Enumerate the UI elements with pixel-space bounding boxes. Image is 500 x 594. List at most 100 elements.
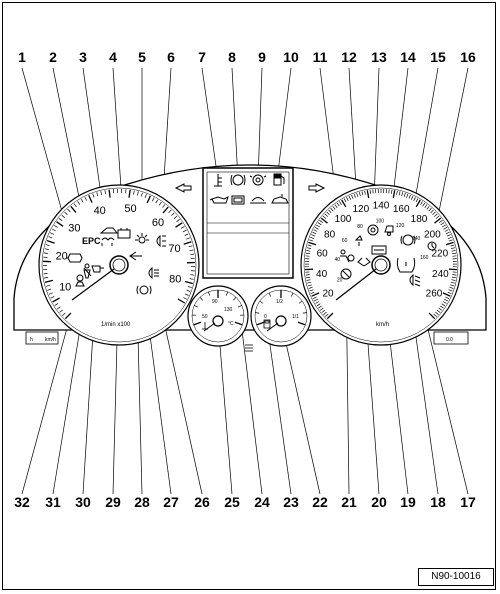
left-display-panel [25,331,59,345]
speedometer-tick [308,286,313,289]
tachometer-tick [182,229,187,233]
speedometer-tick [312,296,317,300]
tachometer-tick [100,191,103,196]
tachometer-tick [128,189,131,198]
callout-number-top: 2 [49,49,57,65]
speedometer-tick [433,313,437,318]
speedometer-tick [438,307,443,311]
fuel-gauge-full: 1/1 [292,314,299,320]
tachometer-tick [188,245,193,248]
speedometer-tick [310,291,315,295]
speedometer-tick [436,309,441,313]
trailer-icon [384,225,394,236]
check-engine-icon [66,253,83,263]
speedometer-mph-label: 80 [357,224,363,230]
callout-number-top: 8 [228,49,236,65]
tachometer-tick [64,312,72,320]
battery-display-icon [231,195,245,205]
tank-cap-icon [91,265,104,273]
speedometer-tick [442,292,451,297]
glow-plug-icon [101,237,115,246]
speedometer-tick [315,301,320,304]
washer-fluid-icon [250,197,266,204]
speedometer-tick [346,197,349,201]
low-beam-icon [409,273,421,287]
speedometer-tick [420,201,423,205]
speedometer-scale-label: 100 [335,214,352,225]
right-display-panel [433,331,469,345]
speedometer-tick [325,313,329,318]
speedometer-tick [356,192,359,197]
speedometer-tick [406,193,409,198]
tachometer-tick [48,292,53,295]
speedometer-scale-label: 20 [322,289,334,300]
trip-reset-button-icon [245,344,253,352]
speedometer-tick [366,190,370,199]
callout-number-bottom: 18 [430,494,446,510]
callout-leader-line [217,320,233,495]
tachometer-tick [47,288,52,291]
speedometer-tick [369,189,371,194]
tachometer-tick [44,277,49,279]
callout-number-top: 16 [460,49,476,65]
speedometer-tick [430,209,434,214]
coolant-temperature-gauge: 50 90 130 °C [187,285,249,347]
tachometer-tick [67,208,71,213]
fuel-gauge-tick [268,292,272,297]
callout-number-bottom: 21 [341,494,357,510]
speedometer-tick [451,250,456,252]
tachometer-tick [162,204,166,208]
tachometer-tick [46,239,55,244]
tachometer-tick [80,198,84,203]
speedometer-tick [314,226,319,230]
tachometer-scale-label: 40 [94,205,106,217]
speedometer-tick [334,204,338,209]
speedometer-tick [442,224,446,228]
speedometer-tick [321,309,326,313]
callout-number-top: 6 [167,49,175,65]
fog-light-icon [135,233,149,244]
tachometer-tick [151,197,155,202]
steering-column-icon [340,268,352,280]
tachometer-tick [61,214,65,218]
tachometer-tick [175,222,183,228]
tachometer-tick [59,309,64,313]
tachometer-scale-label: 80 [169,274,181,286]
speedometer-tick [398,191,401,196]
tachometer-tick [54,225,58,228]
airbag-off-icon [75,274,85,287]
tachometer-tick [56,221,64,227]
glow-indicator-icon [354,235,363,246]
fuel-gauge-tick [297,321,306,326]
speedometer-mph-label: 120 [396,223,405,229]
tachometer-tick [187,286,192,288]
callout-number-top: 12 [341,49,357,65]
speedometer-tick [445,241,454,246]
brake-pad-icon [136,285,152,295]
speedometer-tick [309,289,314,292]
speedometer-tick [428,207,432,212]
tachometer-tick [168,209,172,214]
speedometer-tick [415,198,419,203]
speedometer-tick [428,312,436,320]
tachometer-tick [144,193,147,199]
speedometer-tick [313,229,318,232]
speedometer-tick [413,197,416,201]
speedometer-tick [391,189,393,194]
speedometer-needle [335,268,377,301]
temp-gauge-tick [193,321,202,326]
left-turn-arrow-icon [174,183,192,193]
speedometer-mph-label: 60 [342,238,348,244]
speedometer-tick [450,244,455,247]
speedometer-mph-label: 20 [337,278,343,284]
speedometer-tick [361,191,364,196]
speedometer-tick [324,213,328,217]
speedometer-mph-label: 100 [376,219,385,225]
temp-gauge-hub [212,315,224,327]
speedometer-scale-label: 260 [426,289,443,300]
fuel-gauge-tick [259,300,264,304]
tachometer-tick [133,190,135,195]
fuel-gauge-empty: 0 [264,314,267,320]
